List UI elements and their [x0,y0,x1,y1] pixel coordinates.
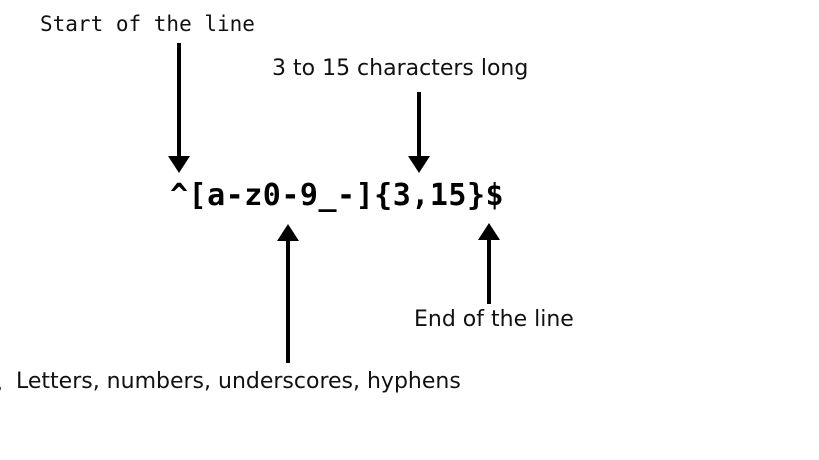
arrow-up-end-of-line [478,223,500,304]
regex-pattern-text: ^[a-z0-9_-]{3,15}$ [170,178,505,213]
annotation-label-end-of-line: End of the line [414,307,574,332]
annotation-label-length-quantifier: 3 to 15 characters long [272,56,529,81]
arrow-up-character-class [277,224,299,363]
annotation-label-character-class: Letters, numbers, underscores, hyphens [16,369,461,394]
arrow-down-length-quantifier [408,92,430,173]
clipped-glyph-fragment: , [0,371,3,396]
annotation-label-start-of-line: Start of the line [40,12,255,36]
arrow-down-start-of-line [168,43,190,173]
